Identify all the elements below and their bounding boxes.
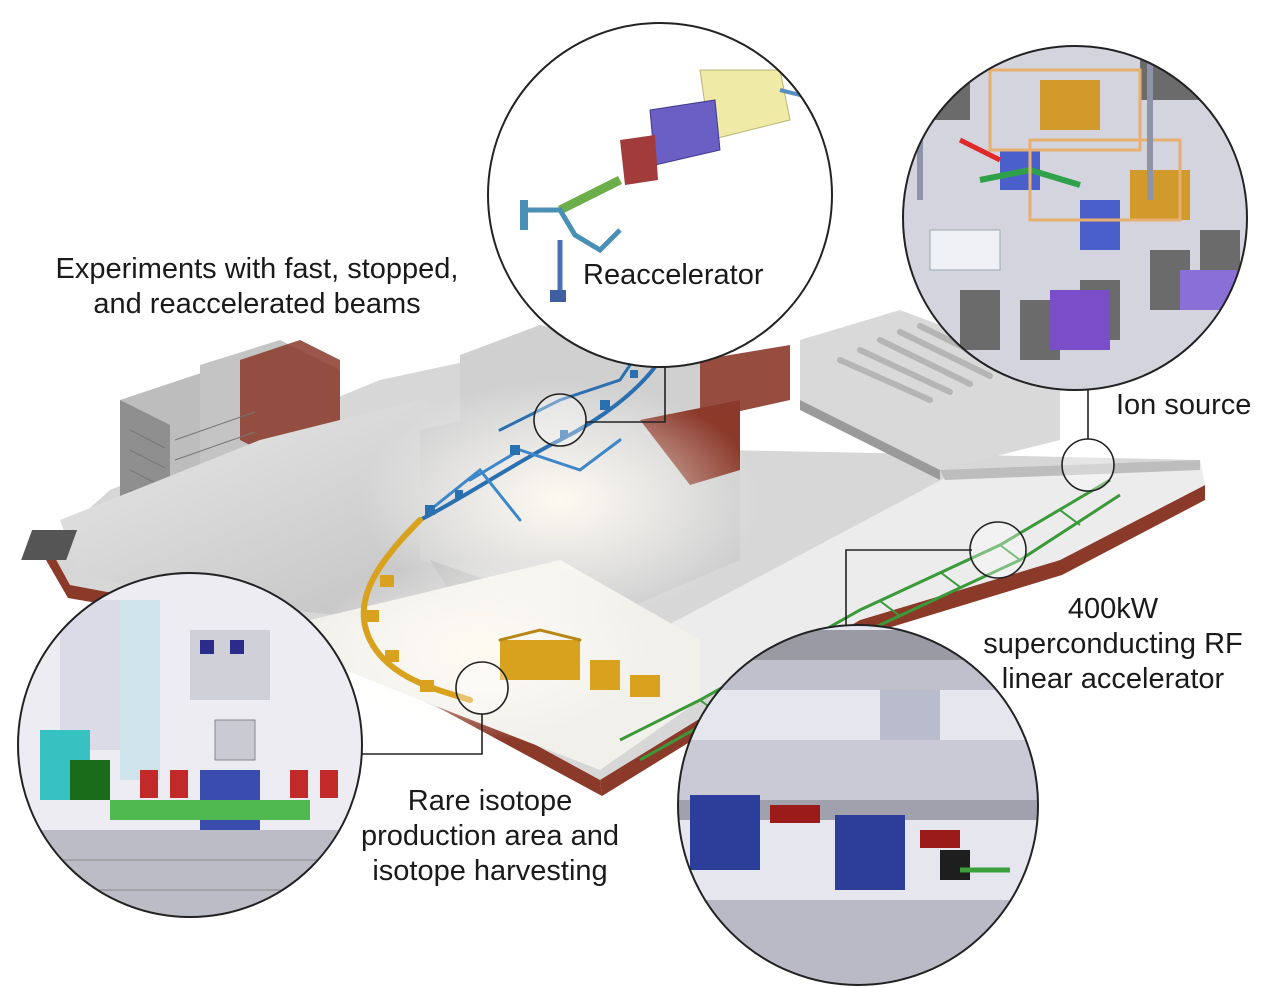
label-linac: 400kW superconducting RF linear accelera… xyxy=(968,592,1258,697)
label-ion-source-text: Ion source xyxy=(1116,389,1252,421)
label-reaccelerator: Reaccelerator xyxy=(583,258,764,293)
label-rare-isotope-line3: isotope harvesting xyxy=(372,855,608,887)
label-linac-line3: linear accelerator xyxy=(1001,663,1225,695)
label-rare-isotope-line2: production area and xyxy=(361,820,619,852)
callout-leaders xyxy=(355,365,1115,755)
experimental-beamlines xyxy=(418,348,662,522)
label-experiments-line2: and reaccelerated beams xyxy=(93,288,421,320)
label-linac-line1: 400kW xyxy=(1067,593,1159,625)
label-rare-isotope-line1: Rare isotope xyxy=(407,785,573,817)
ion-source-inset xyxy=(902,45,1248,391)
label-reaccelerator-text: Reaccelerator xyxy=(583,259,764,291)
label-experiments-line1: Experiments with fast, stopped, xyxy=(55,253,459,285)
label-rare-isotope: Rare isotope production area and isotope… xyxy=(340,784,640,889)
label-linac-line2: superconducting RF xyxy=(983,628,1243,660)
rare-isotope-inset xyxy=(17,572,363,918)
fragment-separator xyxy=(360,517,660,703)
reaccelerator-inset xyxy=(487,22,833,368)
label-experiments: Experiments with fast, stopped, and reac… xyxy=(22,252,492,322)
label-ion-source: Ion source xyxy=(1116,388,1251,423)
